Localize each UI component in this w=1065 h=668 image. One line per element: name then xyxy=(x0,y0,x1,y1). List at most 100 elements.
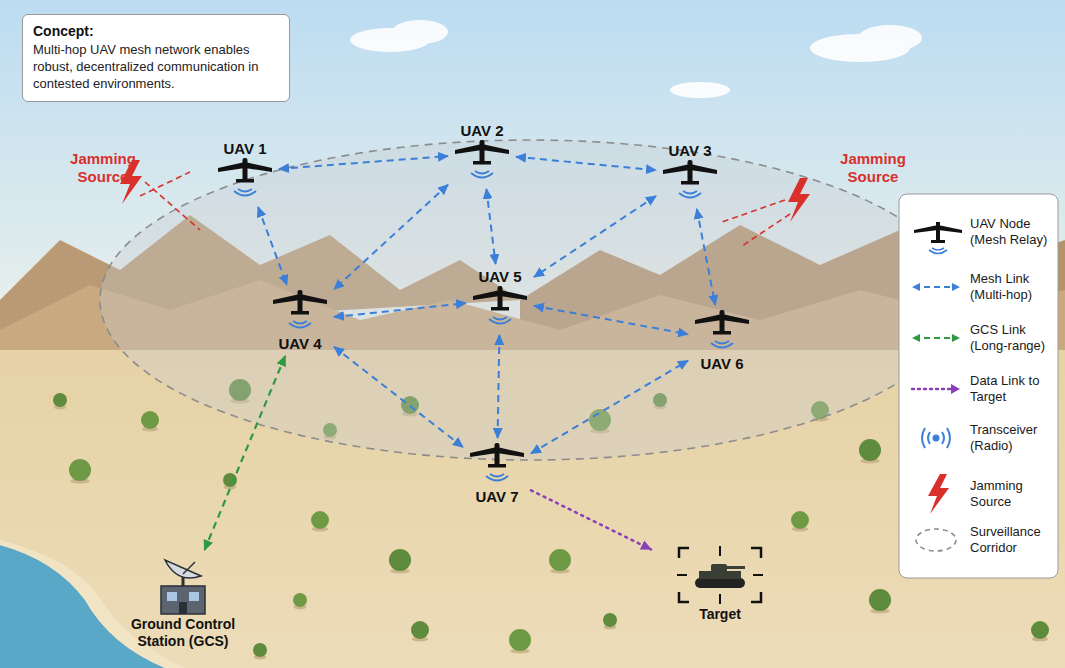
uav-label: UAV 4 xyxy=(276,335,323,352)
legend-text: UAV Node (Mesh Relay) xyxy=(970,216,1052,249)
tree xyxy=(293,593,307,607)
gcs-building xyxy=(161,586,205,614)
transceiver-arc xyxy=(489,319,511,324)
uav-fuselage xyxy=(688,160,693,184)
tree xyxy=(1031,621,1049,639)
legend-gcs-line xyxy=(912,334,960,342)
uav-node: UAV 6 xyxy=(692,309,752,372)
uav-icon xyxy=(467,442,527,488)
target-node: Target xyxy=(655,544,785,623)
legend-panel xyxy=(899,194,1058,578)
target-bracket xyxy=(751,548,761,558)
uav-fuselage xyxy=(498,286,503,310)
target-bracket xyxy=(679,548,689,558)
uav-icon xyxy=(470,285,530,331)
tree xyxy=(411,621,429,639)
transceiver-arc xyxy=(683,191,697,194)
uav-label: UAV 5 xyxy=(476,268,523,285)
tree xyxy=(603,613,617,627)
dish xyxy=(165,560,201,578)
uav-label: UAV 1 xyxy=(221,140,268,157)
legend-text: Surveillance Corridor xyxy=(970,524,1052,557)
transceiver-arc xyxy=(679,193,701,198)
transceiver-arc xyxy=(715,341,729,344)
tank-track xyxy=(695,578,745,588)
uav-node: UAV 4 xyxy=(270,289,330,352)
link-mesh xyxy=(334,185,448,290)
jamming-label: Jamming Source xyxy=(832,150,914,186)
tree xyxy=(69,459,91,481)
link-mesh xyxy=(498,335,500,438)
link-gcs xyxy=(205,356,286,550)
tree xyxy=(869,589,891,611)
uav-fuselage xyxy=(480,140,485,164)
legend-text: GCS Link (Long-range) xyxy=(970,322,1052,355)
uav-label: UAV 6 xyxy=(698,355,745,372)
link-data xyxy=(531,490,651,549)
uav-fuselage xyxy=(720,310,725,334)
transceiver-arc xyxy=(234,191,256,196)
link-mesh xyxy=(334,347,463,447)
tank-gun xyxy=(727,566,745,569)
legend-uav-icon xyxy=(914,222,962,254)
uav-tail xyxy=(488,464,506,468)
uav-tail xyxy=(491,307,509,311)
uav-node: UAV 7 xyxy=(467,442,527,505)
legend-data-line xyxy=(912,384,960,394)
site-label: Ground Control Station (GCS) xyxy=(118,616,248,650)
concept-box: Concept:Multi-hop UAV mesh network enabl… xyxy=(22,14,290,102)
target-bracket xyxy=(679,592,689,602)
uav-node: UAV 1 xyxy=(215,140,275,203)
uav-node: UAV 3 xyxy=(660,142,720,205)
uav-icon xyxy=(452,139,512,185)
transceiver-arc xyxy=(293,321,307,324)
jamming-label: Jamming Source xyxy=(62,150,144,186)
transceiver-arc xyxy=(475,171,489,174)
uav-tail xyxy=(713,331,731,335)
uav-label: UAV 2 xyxy=(458,122,505,139)
target-bracket xyxy=(751,592,761,602)
link-mesh xyxy=(531,361,688,454)
jamming-right xyxy=(722,178,810,246)
tree xyxy=(141,411,159,429)
tank-hull xyxy=(699,571,741,579)
tree xyxy=(253,643,267,657)
tree xyxy=(311,511,329,529)
link-mesh xyxy=(486,189,495,264)
uav-tail xyxy=(681,181,699,185)
legend-text: Jamming Source xyxy=(970,478,1052,511)
link-mesh xyxy=(279,156,448,169)
link-mesh xyxy=(697,209,715,305)
surveillance-corridor xyxy=(100,140,960,460)
transceiver-arc xyxy=(289,323,311,328)
uav-tail xyxy=(291,311,309,315)
legend-mesh-line xyxy=(912,283,960,291)
legend-transceiver xyxy=(922,428,950,448)
legend-corridor xyxy=(916,529,956,551)
crosshair xyxy=(719,594,721,604)
uav-tail xyxy=(473,161,491,165)
tree xyxy=(859,439,881,461)
tank-turret xyxy=(711,564,727,572)
beach xyxy=(0,540,185,668)
legend-text: Transceiver (Radio) xyxy=(970,422,1052,455)
uav-icon xyxy=(692,309,752,355)
uav-fuselage xyxy=(298,290,303,314)
link-mesh xyxy=(534,196,656,277)
site-label: Target xyxy=(655,606,785,623)
tree xyxy=(223,473,237,487)
legend-text: Mesh Link (Multi-hop) xyxy=(970,271,1052,304)
tree xyxy=(389,549,411,571)
crosshair xyxy=(753,574,763,576)
tree xyxy=(549,549,571,571)
tree xyxy=(53,393,67,407)
tree xyxy=(509,629,531,651)
transceiver-arc xyxy=(490,474,504,477)
uav-fuselage xyxy=(243,158,248,182)
uav-icon xyxy=(270,289,330,335)
uav-label: UAV 7 xyxy=(473,488,520,505)
gcs-window xyxy=(167,592,177,601)
transceiver-arc xyxy=(711,343,733,348)
ground-station: Ground Control Station (GCS) xyxy=(118,554,248,650)
